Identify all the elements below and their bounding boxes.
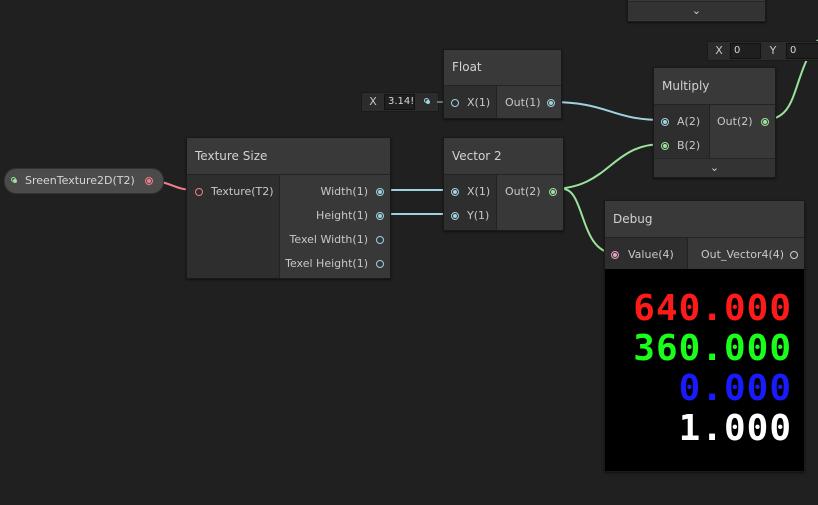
node-title[interactable]: Vector 2 — [444, 138, 563, 175]
multiply-node[interactable]: Multiply A(2) B(2) Out(2) ⌄ — [653, 67, 776, 178]
collapse-chevron-icon[interactable]: ⌄ — [654, 158, 775, 177]
port-height-icon[interactable] — [376, 212, 384, 220]
output-port-width[interactable]: Width(1) — [280, 180, 390, 204]
input-port-y[interactable]: Y(1) — [444, 204, 496, 228]
input-port-a[interactable]: A(2) — [654, 110, 709, 134]
port-texture-icon[interactable] — [195, 188, 203, 196]
wire-vector-to-b[interactable] — [550, 143, 664, 190]
vector2-node[interactable]: Vector 2 X(1) Y(1) Out(2) — [443, 137, 564, 231]
x-label: X — [715, 44, 723, 57]
output-port-out[interactable]: Out(2) — [497, 180, 563, 204]
node-title[interactable]: Multiply — [654, 68, 775, 105]
xy-vector-field: X 0 Y 0 — [707, 41, 818, 61]
port-out-label: Out(1) — [505, 96, 541, 109]
top-node[interactable]: ⌄ — [627, 0, 766, 22]
texture-size-node[interactable]: Texture Size Texture(T2) Width(1) Height… — [186, 137, 391, 279]
port-value-icon[interactable] — [611, 251, 619, 259]
x-label: X — [369, 95, 377, 108]
output-port-height[interactable]: Height(1) — [280, 204, 390, 228]
port-a-icon[interactable] — [661, 118, 669, 126]
port-out-label: Out(2) — [505, 185, 541, 198]
port-texel-width-icon[interactable] — [376, 236, 384, 244]
debug-value-w: 1.000 — [678, 408, 792, 449]
port-width-icon[interactable] — [376, 188, 384, 196]
debug-preview: 640.000 360.000 0.000 1.000 — [605, 269, 804, 471]
float-value-input[interactable]: 3.14! — [384, 94, 415, 110]
y-label: Y — [769, 44, 777, 57]
collapse-chevron-icon[interactable]: ⌄ — [628, 1, 765, 20]
debug-value-y: 360.000 — [633, 328, 792, 369]
port-x-label: X(1) — [467, 185, 491, 198]
output-port-texel-height[interactable]: Texel Height(1) — [280, 252, 390, 276]
node-title[interactable]: Debug — [605, 201, 804, 238]
property-out-port-icon[interactable] — [145, 177, 153, 185]
port-out-label: Out(2) — [717, 115, 753, 128]
port-b-label: B(2) — [677, 139, 701, 152]
debug-value-z: 0.000 — [678, 368, 792, 409]
float-inline-field: X 3.14! — [361, 92, 439, 112]
input-port-x[interactable]: X(1) — [444, 180, 496, 204]
port-texel-height-icon[interactable] — [376, 260, 384, 268]
inline-port-icon[interactable] — [424, 98, 430, 104]
wire-float-to-a[interactable] — [549, 101, 664, 121]
port-width-label: Width(1) — [320, 185, 368, 198]
debug-node[interactable]: Debug Value(4) Out_Vector4(4) 640.000 36… — [604, 200, 805, 472]
port-value-label: Value(4) — [628, 248, 674, 261]
port-texture-label: Texture(T2) — [211, 185, 274, 198]
node-title[interactable]: Texture Size — [187, 138, 390, 175]
texture-property-node[interactable]: SreenTexture2D(T2) — [4, 168, 164, 194]
port-out-vector4-icon[interactable] — [790, 251, 798, 259]
port-out-icon[interactable] — [547, 99, 555, 107]
output-port-texel-width[interactable]: Texel Width(1) — [280, 228, 390, 252]
input-port-value[interactable]: Value(4) — [605, 243, 687, 267]
port-out-icon[interactable] — [549, 188, 557, 196]
port-x-icon[interactable] — [451, 99, 459, 107]
output-port-out-vector4[interactable]: Out_Vector4(4) — [688, 243, 804, 267]
port-b-icon[interactable] — [661, 142, 669, 150]
port-out-vector4-label: Out_Vector4(4) — [701, 248, 785, 261]
input-port-x[interactable]: X(1) — [444, 91, 496, 115]
output-port-out[interactable]: Out(1) — [497, 91, 561, 115]
input-port-b[interactable]: B(2) — [654, 134, 709, 158]
port-x-label: X(1) — [467, 96, 491, 109]
property-label: SreenTexture2D(T2) — [25, 174, 135, 187]
port-y-label: Y(1) — [467, 209, 490, 222]
input-port-texture[interactable]: Texture(T2) — [187, 180, 279, 204]
port-a-label: A(2) — [677, 115, 701, 128]
node-title[interactable]: Float — [444, 50, 561, 86]
y-value-input[interactable]: 0 — [786, 43, 818, 59]
port-height-label: Height(1) — [316, 209, 368, 222]
float-node[interactable]: Float X(1) Out(1) — [443, 49, 562, 119]
port-texel-width-label: Texel Width(1) — [289, 233, 368, 246]
x-value-input[interactable]: 0 — [730, 43, 761, 59]
debug-value-x: 640.000 — [633, 288, 792, 329]
port-x-icon[interactable] — [451, 188, 459, 196]
port-texel-height-label: Texel Height(1) — [285, 257, 368, 270]
port-out-icon[interactable] — [761, 118, 769, 126]
port-y-icon[interactable] — [451, 212, 459, 220]
property-indicator-icon — [11, 177, 17, 183]
output-port-out[interactable]: Out(2) — [710, 110, 775, 134]
